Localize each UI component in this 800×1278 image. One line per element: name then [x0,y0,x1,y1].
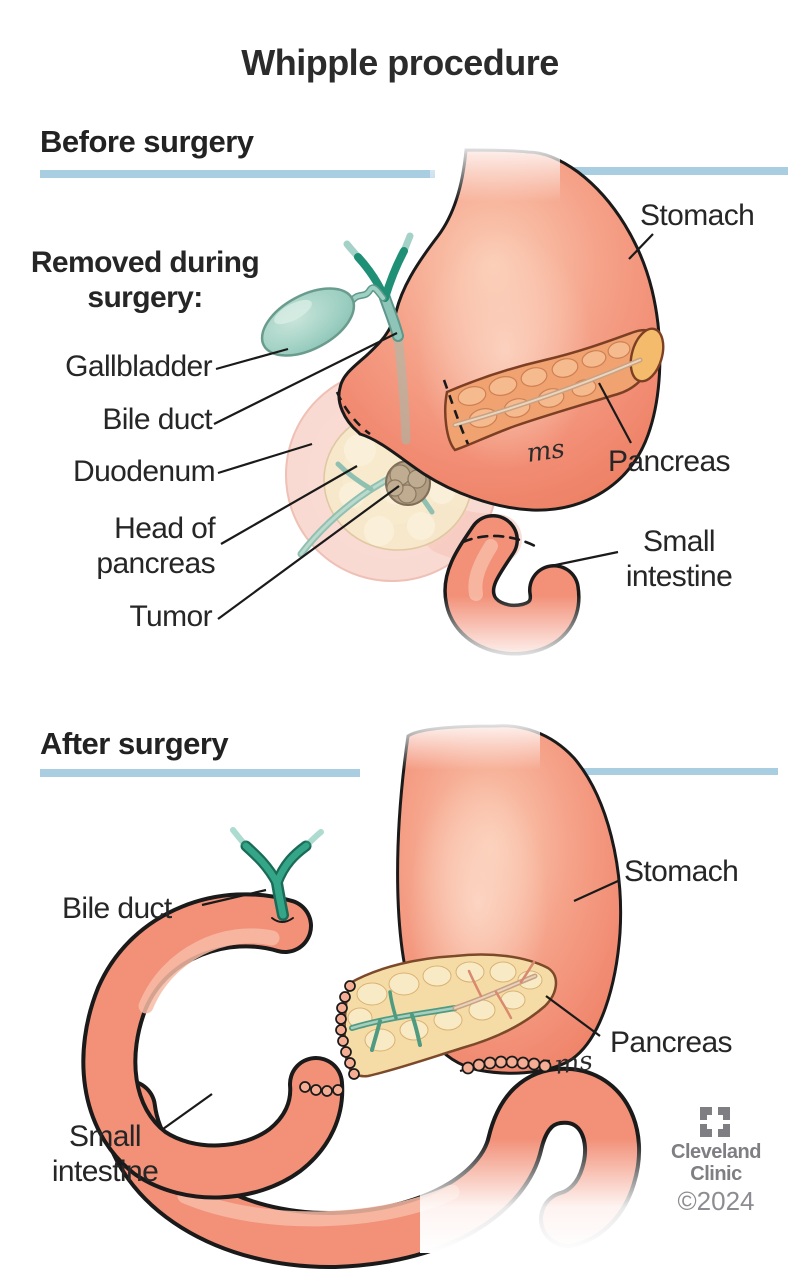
stomach-leader-line [628,233,654,260]
page-title: Whipple procedure [241,42,559,83]
gallbladder-leader-line [215,347,289,371]
tumor-leader-line [217,485,400,620]
after-small-intestine-label: Small intestine [51,1120,159,1188]
stomach-leader-line [573,879,619,903]
before-small-intestine-label: Small intestine [625,525,733,593]
esophagus-fade [380,718,540,770]
bile-duct-illustration [230,827,324,923]
after-divider-right [566,768,778,775]
pancreatic-anastomosis-sutures [299,980,360,1097]
gallbladder-label: Gallbladder [65,350,212,383]
gallbladder-illustration [260,287,356,357]
head-of-pancreas-label: Head of pancreas [96,512,215,580]
pancreas-illustration [442,327,665,452]
tumor-label: Tumor [129,600,212,633]
duodenum-leader-line [217,442,313,475]
artist-signature: ms [525,434,567,469]
pancreas-illustration [343,953,558,1078]
cleveland-clinic-logo-icon [700,1107,730,1137]
intestine-cut-line [461,534,539,549]
after-heading: After surgery [40,726,229,761]
removed-during-surgery-heading: Removed during surgery: [30,246,260,314]
brand-name: Cleveland Clinic [650,1141,782,1186]
pancreas-leader-line [598,382,632,444]
before-illustration: ms [213,140,665,685]
brand-line-2: Clinic [690,1163,742,1186]
after-pancreas-label: Pancreas [610,1026,733,1059]
after-stomach-label: Stomach [624,855,739,888]
after-illustration: ms [81,718,680,1270]
bile-duct-leader-line [201,888,267,907]
pancreas-neck-cut-line [442,379,470,445]
bile-duct-illustration [343,232,414,445]
pylorus-cut-line [335,391,371,436]
head-of-pancreas-leader-line [220,465,358,545]
before-divider-right [553,167,788,175]
esophagus-fade [430,140,560,202]
before-pancreas-label: Pancreas [608,445,731,478]
artist-signature: ms [553,1046,595,1081]
after-bile-duct-label: Bile duct [62,892,172,925]
gastric-anastomosis-sutures [459,1055,552,1075]
after-divider-left [40,769,360,777]
leader-lines [213,233,654,620]
duodenum-label: Duodenum [73,455,216,488]
small-intestine-leader-line [545,550,619,569]
pancreas-leader-line [545,995,601,1037]
bile-duct-leader-line [213,332,398,425]
copyright-text: ©2024 [677,1186,755,1216]
leader-lines [162,879,619,1130]
intestine-fade [420,1138,680,1253]
small-intestine-leader-line [162,1093,213,1130]
before-heading: Before surgery [40,124,254,159]
before-divider-left [40,170,435,178]
before-stomach-label: Stomach [640,199,755,232]
small-intestine-loop-illustration [81,892,345,1200]
before-bile-duct-label: Bile duct [102,403,212,436]
intestine-fade [425,595,595,685]
brand-line-1: Cleveland [671,1141,761,1163]
